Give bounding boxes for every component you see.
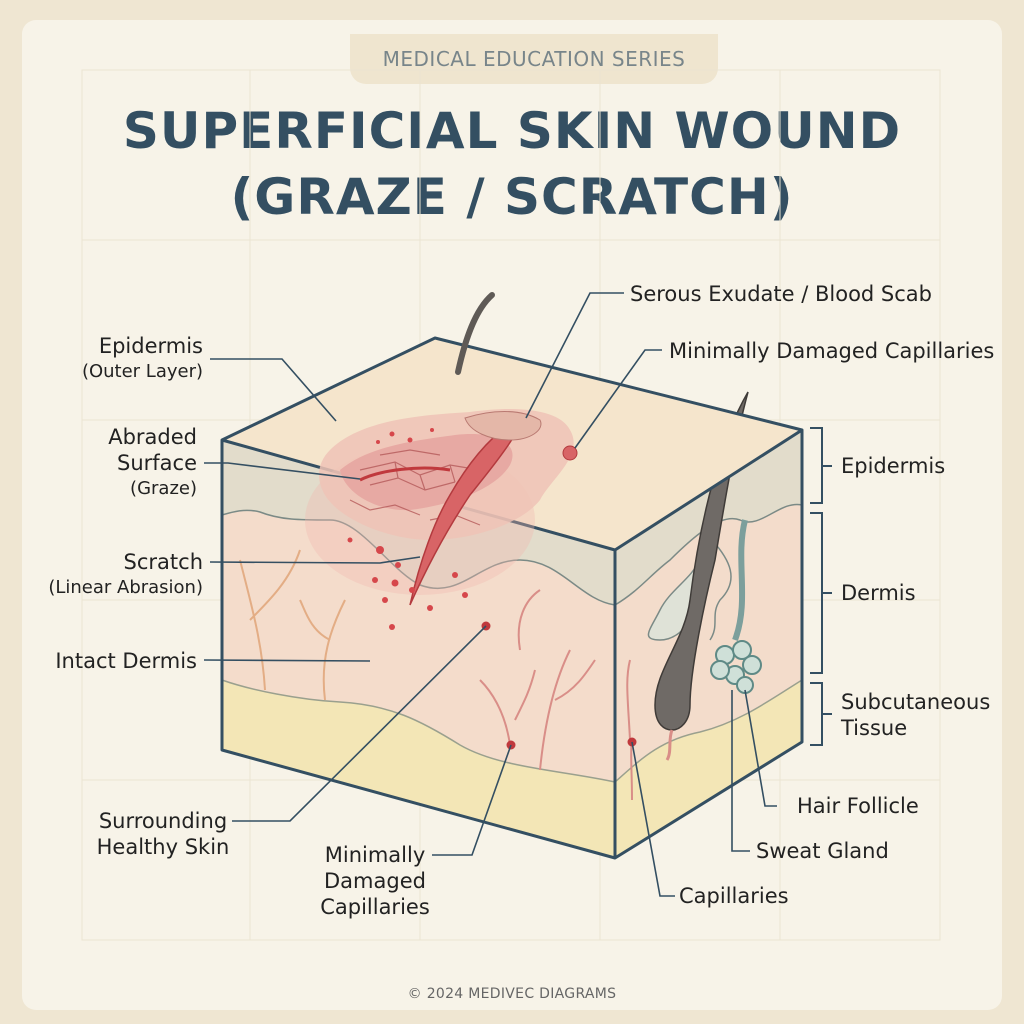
series-badge: MEDICAL EDUCATION SERIES: [350, 34, 718, 84]
label-sweat-gland: Sweat Gland: [756, 839, 889, 863]
title-line-1: SUPERFICIAL SKIN WOUND: [122, 102, 902, 160]
label-scratch-main: Scratch: [123, 550, 203, 574]
label-abraded-surface-l2: Surface: [116, 451, 197, 475]
label-subcutaneous-l2: Tissue: [841, 716, 908, 740]
diagram-title: SUPERFICIAL SKIN WOUND (GRAZE / SCRATCH): [0, 98, 1024, 230]
footer-copyright: © 2024 MEDIVEC DIAGRAMS: [407, 986, 617, 1002]
label-dermis-layer: Dermis: [841, 581, 916, 605]
label-abraded-surface-l1: Abraded: [108, 425, 197, 449]
label-mdc-bottom-l1: Minimally: [324, 843, 426, 867]
wound-area: [305, 409, 637, 750]
label-abraded-surface-sub: (Graze): [130, 478, 197, 499]
label-scratch: Scratch (Linear Abrasion): [30, 549, 203, 601]
label-epidermis-outer: Epidermis (Outer Layer): [60, 333, 203, 385]
label-surrounding-l1: Surrounding: [98, 809, 228, 833]
label-surrounding-l2: Healthy Skin: [96, 835, 230, 859]
label-epidermis-outer-sub: (Outer Layer): [81, 361, 203, 382]
layer-brackets: [810, 427, 832, 746]
label-mdc-bottom-l3: Capillaries: [320, 895, 430, 919]
block-outline: [220, 430, 804, 860]
label-surrounding-healthy-skin: Surrounding Healthy Skin: [88, 808, 238, 860]
label-minimally-damaged-capillaries-bottom: Minimally Damaged Capillaries: [300, 842, 450, 920]
leader-lines: [203, 292, 777, 897]
label-intact-dermis: Intact Dermis: [55, 649, 197, 673]
label-subcutaneous-tissue: Subcutaneous Tissue: [841, 689, 990, 741]
label-capillaries: Capillaries: [679, 884, 789, 908]
label-hair-follicle: Hair Follicle: [797, 794, 919, 818]
label-epidermis-outer-main: Epidermis: [98, 334, 203, 358]
label-scratch-sub: (Linear Abrasion): [48, 577, 203, 598]
label-subcutaneous-l1: Subcutaneous: [841, 690, 991, 714]
title-line-2: (GRAZE / SCRATCH): [230, 168, 794, 226]
label-epidermis-layer: Epidermis: [841, 454, 946, 478]
label-mdc-bottom-l2: Damaged: [324, 869, 426, 893]
label-minimally-damaged-capillaries-top: Minimally Damaged Capillaries: [669, 339, 995, 363]
sweat-gland-coil: [710, 640, 762, 694]
blood-droplets: [347, 428, 468, 630]
label-serous-exudate: Serous Exudate / Blood Scab: [630, 282, 932, 306]
label-abraded-surface: Abraded Surface (Graze): [60, 424, 197, 502]
